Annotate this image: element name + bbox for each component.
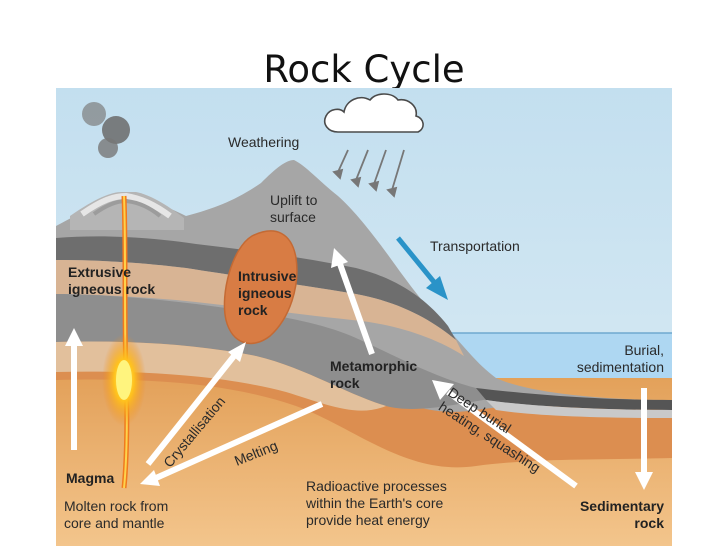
label-metamorphic: Metamorphic rock bbox=[330, 358, 418, 391]
label-extrusive-igneous: Extrusive igneous rock bbox=[68, 264, 156, 297]
label-weathering: Weathering bbox=[228, 134, 300, 150]
arrow-uplift bbox=[331, 248, 375, 356]
slide-title: Rock Cycle bbox=[263, 48, 465, 91]
intrusive-igneous-body bbox=[223, 230, 298, 345]
diagram-artwork bbox=[56, 88, 672, 546]
label-transportation: Transportation bbox=[430, 238, 520, 254]
dark-strata bbox=[56, 236, 456, 340]
arrow-melting bbox=[140, 401, 324, 486]
cloud-icon bbox=[323, 93, 424, 133]
arrow-magma-to-extrusive bbox=[65, 328, 83, 450]
label-magma: Magma bbox=[66, 470, 115, 486]
label-intrusive-igneous: Intrusive igneous rock bbox=[238, 268, 297, 318]
label-burial: Burial, sedimentation bbox=[576, 342, 664, 375]
label-radioactive: Radioactive processes within the Earth's… bbox=[306, 478, 447, 528]
transportation-arrow bbox=[396, 236, 448, 300]
label-uplift: Uplift to surface bbox=[270, 192, 318, 225]
label-sedimentary: Sedimentary rock bbox=[579, 498, 664, 531]
metamorphic-zone bbox=[56, 294, 496, 409]
arrow-burial bbox=[635, 388, 653, 490]
rock-cycle-diagram: Weathering Uplift to surface Transportat… bbox=[56, 88, 672, 546]
label-molten-rock: Molten rock from core and mantle bbox=[64, 498, 169, 531]
rain-arrows-icon bbox=[332, 149, 405, 198]
arrow-crystallisation bbox=[145, 342, 246, 466]
arrow-deep-burial bbox=[432, 380, 578, 489]
